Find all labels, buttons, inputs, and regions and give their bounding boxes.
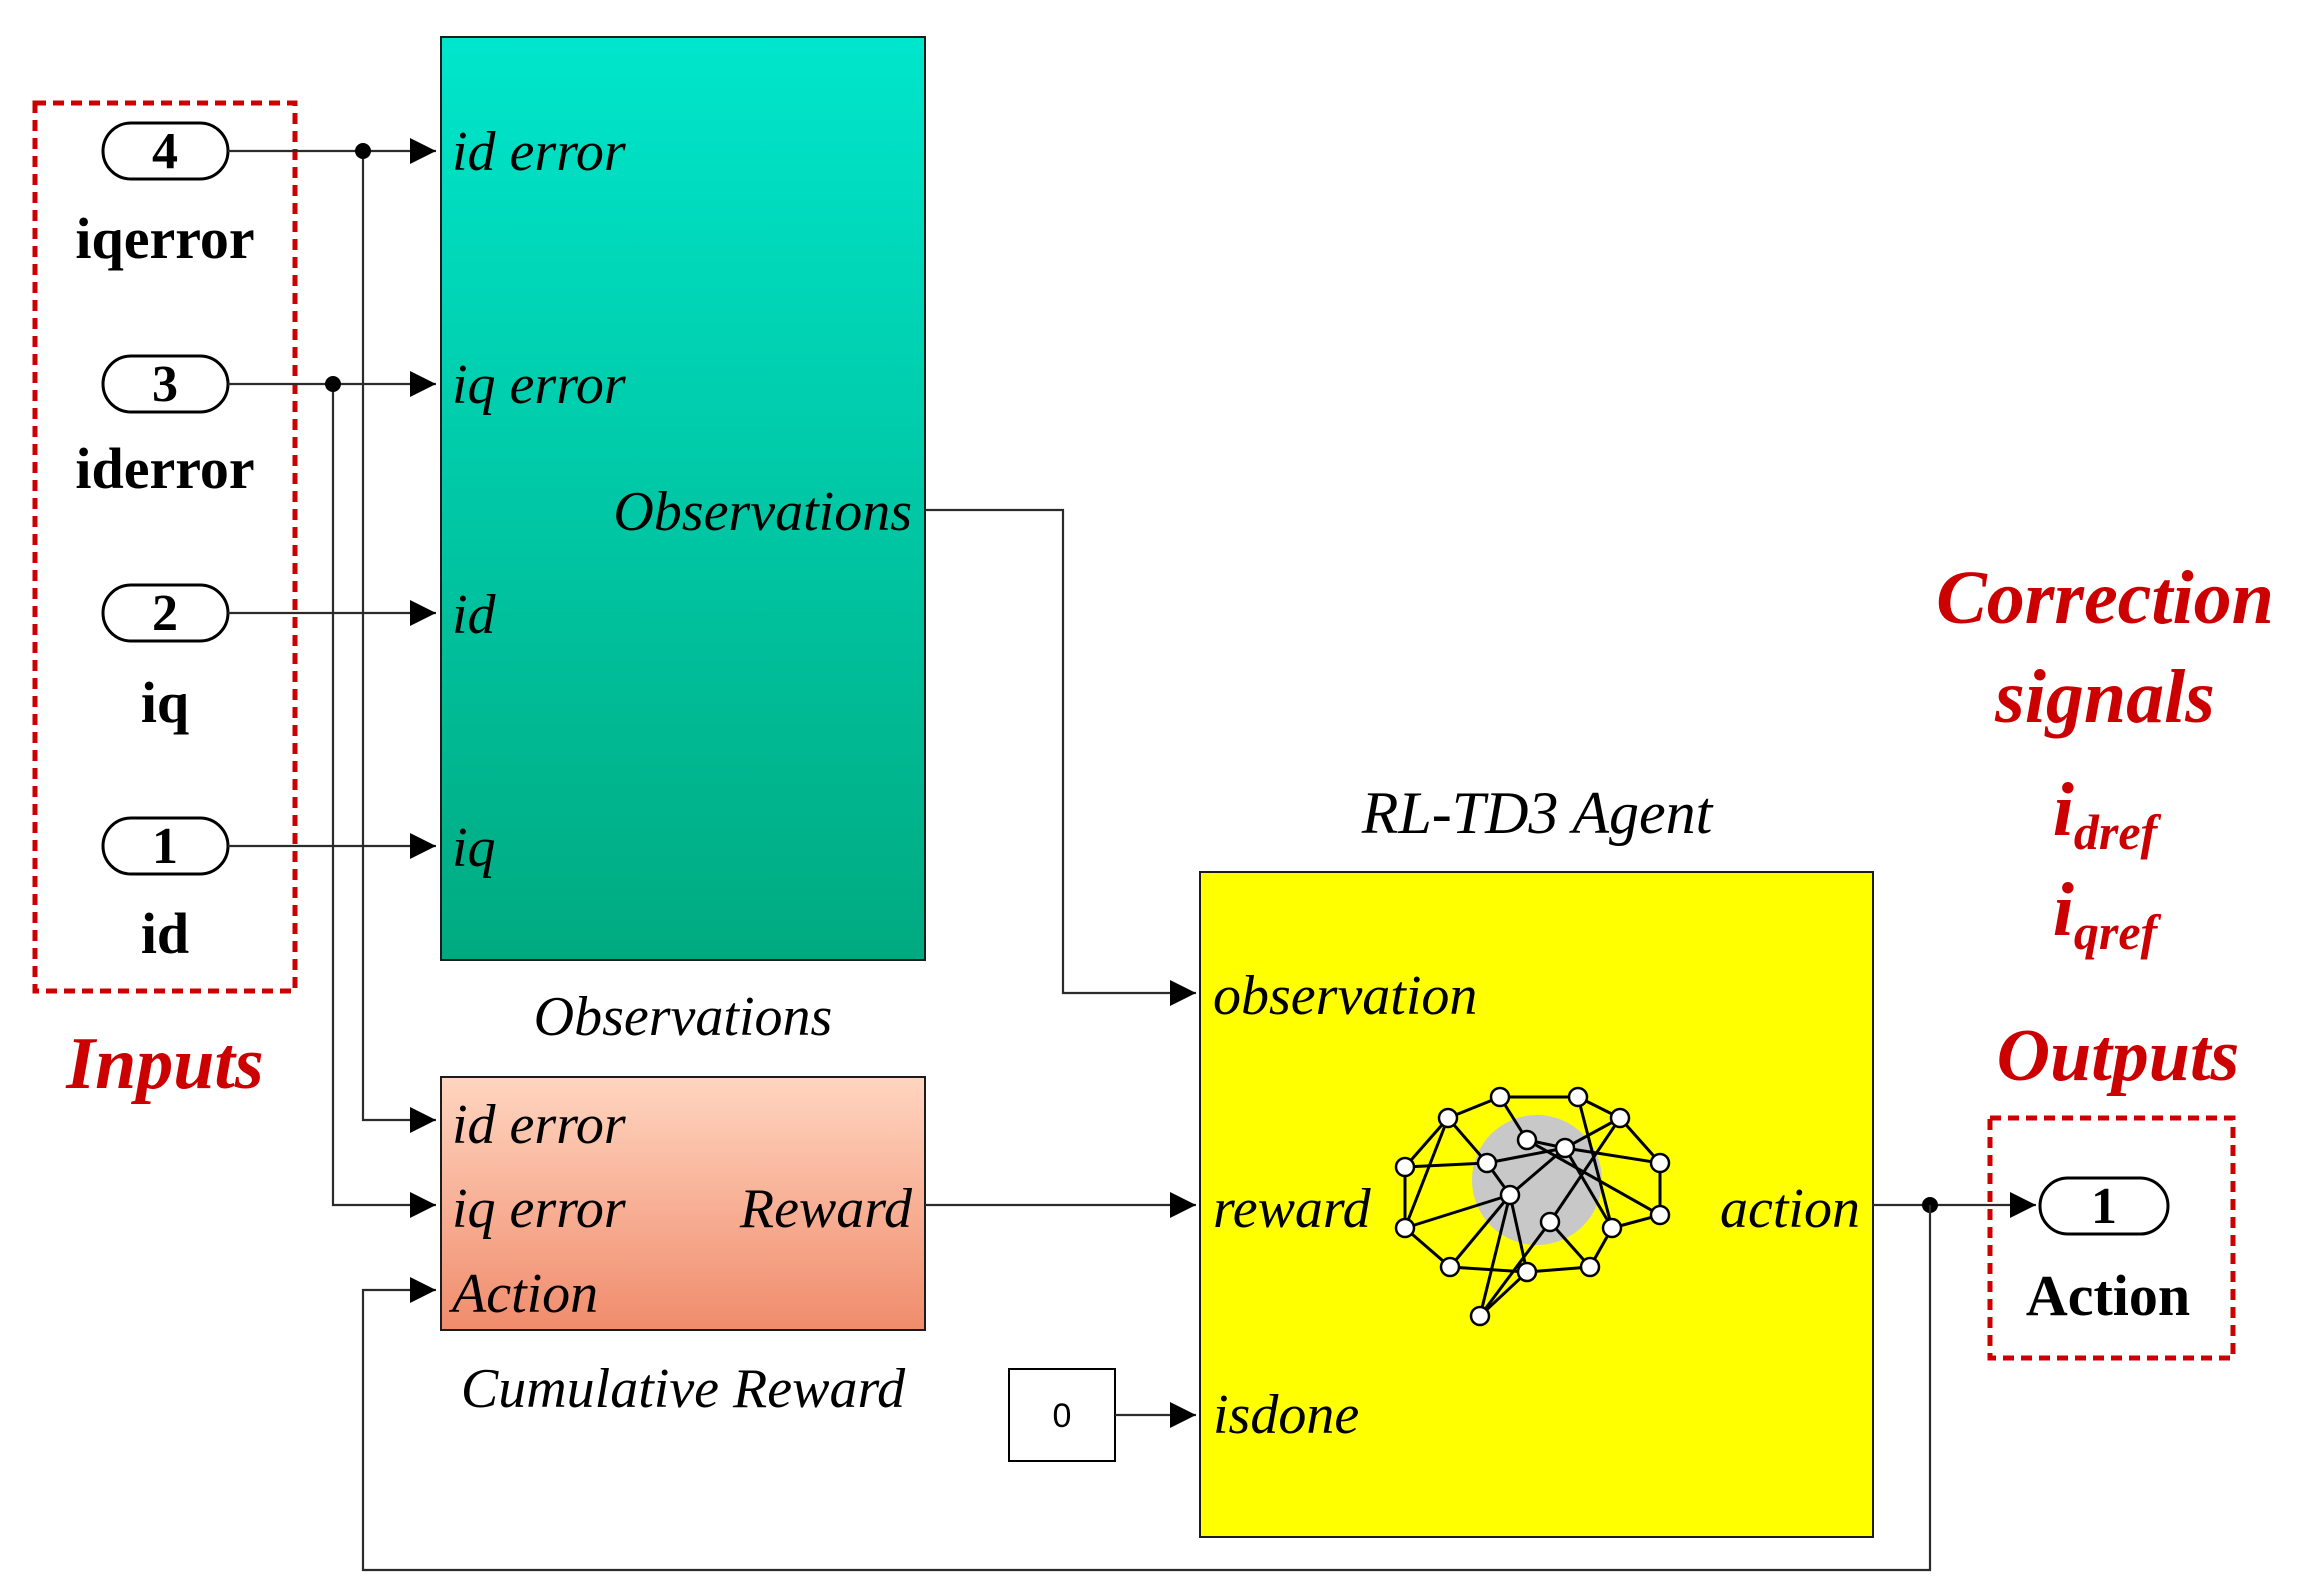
wire-observations-to-agent	[925, 508, 1196, 1006]
constant-value: 0	[1053, 1397, 1072, 1435]
inputs-group-box	[32, 100, 298, 994]
inport-name-iqerror: iqerror	[75, 206, 254, 271]
annotation-line-correction: Correction	[1936, 556, 2274, 640]
inputs-group-label: Inputs	[65, 1023, 263, 1105]
reward-out-port: Reward	[739, 1178, 913, 1240]
inport-name-iq: iq	[141, 670, 189, 735]
inport-name-iderror: iderror	[75, 436, 254, 501]
observations-caption: Observations	[534, 986, 833, 1048]
reward-port-id-error: id error	[452, 1094, 626, 1156]
inport-number: 3	[152, 356, 178, 413]
outport-1[interactable]: 1	[2038, 1176, 2170, 1236]
inport-3[interactable]: 3	[101, 354, 230, 414]
annotation-line-signals: signals	[1994, 655, 2215, 739]
observations-port-id: id	[452, 584, 497, 646]
neural-network-brain-icon	[1394, 1086, 1671, 1327]
agent-out-port: action	[1720, 1178, 1860, 1240]
junction-dot	[355, 143, 371, 159]
inport-name-id: id	[141, 901, 189, 966]
outport-number: 1	[2091, 1178, 2117, 1235]
outport-name-action: Action	[2026, 1263, 2190, 1328]
junction-dot	[325, 376, 341, 392]
inport-number: 2	[152, 585, 178, 642]
observations-out-port: Observations	[613, 481, 912, 543]
observations-port-iq: iq	[452, 817, 496, 879]
annotation-idref: idref	[2053, 768, 2162, 860]
agent-port-reward: reward	[1213, 1178, 1372, 1240]
wire-iderror-branch-to-reward	[331, 384, 436, 1218]
annotation-iqref: iqref	[2053, 868, 2162, 960]
inport-number: 4	[152, 123, 178, 180]
outputs-group-box	[1987, 1115, 2236, 1361]
reward-port-action: Action	[448, 1263, 598, 1325]
reward-port-iq-error: iq error	[452, 1178, 626, 1240]
inport-1[interactable]: 1	[101, 816, 230, 876]
constant-block[interactable]	[1008, 1368, 1116, 1462]
signal-wires	[228, 138, 2036, 1572]
agent-title: RL-TD3 Agent	[1361, 780, 1714, 846]
agent-port-observation: observation	[1213, 965, 1477, 1027]
observations-port-iq-error: iq error	[452, 354, 626, 416]
observations-block[interactable]	[440, 36, 926, 961]
outputs-group-label: Outputs	[1997, 1015, 2240, 1097]
inport-2[interactable]: 2	[101, 583, 230, 643]
wire-iqerror-branch-to-reward	[361, 151, 436, 1133]
observations-port-id-error: id error	[452, 121, 626, 183]
reward-block[interactable]	[440, 1076, 926, 1331]
wire-action-feedback-to-reward	[361, 1205, 1932, 1572]
inport-number: 1	[152, 818, 178, 875]
inport-4[interactable]: 4	[101, 121, 230, 181]
reward-caption: Cumulative Reward	[461, 1358, 906, 1420]
agent-port-isdone: isdone	[1213, 1384, 1359, 1446]
